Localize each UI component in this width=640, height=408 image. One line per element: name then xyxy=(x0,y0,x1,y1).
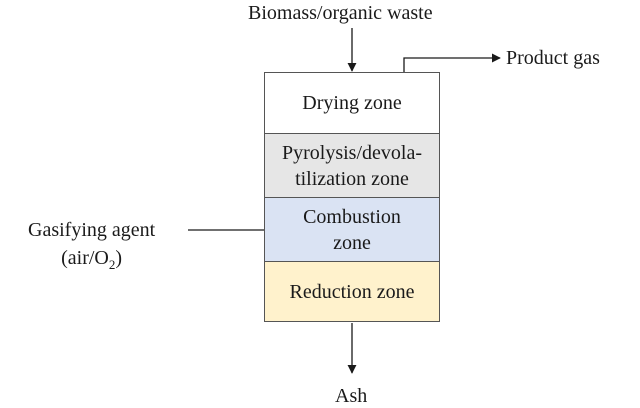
agent-subscript: 2 xyxy=(108,257,116,272)
product-gas-label: Product gas xyxy=(506,47,600,69)
ash-label: Ash xyxy=(335,385,368,407)
feed-label: Biomass/organic waste xyxy=(248,2,433,24)
reduction-zone: Reduction zone xyxy=(265,262,439,321)
gasifying-agent-label: Gasifying agent (air/O2) xyxy=(28,219,155,276)
drying-zone: Drying zone xyxy=(265,73,439,134)
pyrolysis-zone: Pyrolysis/devola- tilization zone xyxy=(265,134,439,198)
gasifying-agent-line2: (air/O2) xyxy=(28,247,155,276)
agent-prefix: (air/O xyxy=(61,247,109,269)
combustion-zone-label: Combustion zone xyxy=(303,205,401,254)
combustion-zone: Combustion zone xyxy=(265,198,439,262)
gasifier-reactor: Drying zone Pyrolysis/devola- tilization… xyxy=(264,72,440,322)
reduction-zone-label: Reduction zone xyxy=(289,280,415,303)
drying-zone-label: Drying zone xyxy=(302,92,402,114)
pyrolysis-zone-label: Pyrolysis/devola- tilization zone xyxy=(282,141,422,190)
agent-suffix: ) xyxy=(115,247,123,269)
gasifying-agent-line1: Gasifying agent xyxy=(28,219,156,241)
